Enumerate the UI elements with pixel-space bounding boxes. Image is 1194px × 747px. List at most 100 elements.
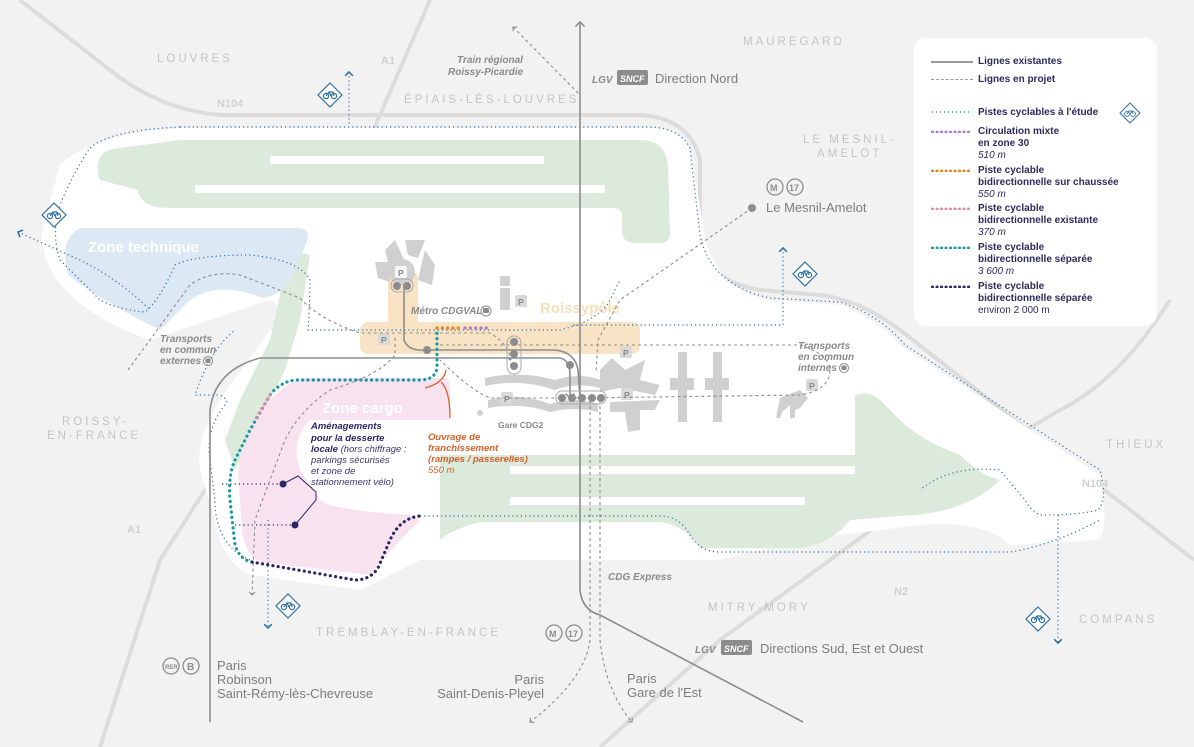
train-regional-label-1: Train régional: [457, 55, 523, 66]
road-label-a1-north: A1: [381, 55, 395, 67]
sncf-logo-south: SNCF: [721, 640, 752, 655]
metro-17-badge-north: M 17: [766, 178, 804, 196]
paris-robinson-3: Saint-Rémy-lès-Chevreuse: [217, 686, 373, 701]
rail-externes: [127, 273, 514, 371]
bike-icon: [1025, 606, 1051, 632]
externes-2: en commun: [160, 345, 216, 356]
cycle-study-south-edge: [420, 515, 1101, 553]
legend-swatch-solid: [931, 61, 973, 63]
svg-text:(rampes / passerelles): (rampes / passerelles): [428, 454, 528, 465]
parking-icon: P: [806, 379, 818, 391]
legend-swatch-mixte: [931, 130, 973, 133]
station-node: [477, 410, 483, 416]
rer-b-badge: RER B: [162, 657, 200, 675]
road-label-n104-east: N104: [1082, 478, 1109, 490]
rail-train-picardie: [512, 26, 581, 96]
station-node: [423, 346, 431, 354]
rail-cargo-dash: [248, 338, 396, 596]
paris-sd-1: Paris: [514, 672, 544, 687]
town-roissy-2: EN-FRANCE: [47, 430, 141, 442]
bike-icon: [317, 82, 343, 108]
direction-nord-label: Direction Nord: [655, 71, 738, 86]
town-roissy-1: ROISSY-: [62, 416, 129, 428]
road-n104-west: [18, 0, 1194, 562]
bike-icon: [792, 261, 818, 287]
parking-icon: P: [515, 295, 527, 307]
town-louvres: LOUVRES: [157, 53, 233, 65]
rail-metro-17-north: [595, 207, 753, 373]
rail-projected: [127, 26, 831, 724]
svg-text:franchissement: franchissement: [428, 443, 499, 454]
externes-3: externes: [160, 356, 202, 367]
parking-icon: P: [621, 388, 633, 400]
sncf-logo-north: SNCF: [617, 70, 648, 85]
train-regional-label-2: Roissy-Picardie: [448, 67, 523, 78]
parking-icon: P: [395, 266, 407, 278]
bike-icon: [1119, 102, 1141, 124]
amenagements-connector: [279, 475, 317, 529]
svg-text:parkings sécurisés: parkings sécurisés: [310, 455, 390, 466]
bike-parking-point: [279, 480, 287, 488]
bike-signs: [41, 82, 1051, 632]
svg-text:pour la desserte: pour la desserte: [310, 433, 385, 444]
transport-labels: Transports en commun externes Transports…: [160, 334, 854, 374]
gare-cdg2-label: Gare CDG2: [498, 420, 544, 430]
rail-lgv-north: [574, 20, 804, 723]
terminals: [375, 240, 808, 432]
annotation-amenagements: Aménagements pour la desserte locale (ho…: [310, 421, 407, 488]
legend-swatch-fine-dots: [932, 111, 972, 113]
svg-text:Aménagements: Aménagements: [310, 421, 382, 432]
svg-text:stationnement vélo): stationnement vélo): [311, 477, 394, 488]
paris-est-2: Gare de l'Est: [627, 685, 702, 700]
rail-cdg-express: [599, 400, 633, 723]
station-capsule: [390, 278, 414, 293]
town-thieux: THIEUX: [1106, 439, 1166, 451]
road-label-n104-west: N104: [217, 98, 244, 110]
lgv-south-label: LGV: [695, 645, 717, 656]
station-node: [566, 361, 574, 369]
rail-labels: Train régional Roissy-Picardie LGV SNCF …: [162, 55, 924, 701]
station-capsule: [506, 335, 522, 375]
parking-icon: P: [378, 333, 390, 345]
town-compans: COMPANS: [1079, 614, 1157, 626]
cycle-study-outer-west: [54, 126, 621, 331]
runways: [195, 156, 855, 505]
svg-text:SNCF: SNCF: [724, 644, 749, 654]
road-n2: [598, 298, 1172, 747]
svg-text:P: P: [623, 348, 629, 358]
town-tremblay: TREMBLAY-EN-FRANCE: [316, 627, 501, 639]
svg-text:et zone de: et zone de: [311, 466, 355, 477]
paris-est-1: Paris: [627, 671, 657, 686]
internes-1: Transports: [798, 341, 850, 352]
legend-swatch-chaussee: [931, 169, 973, 172]
externes-1: Transports: [160, 334, 212, 345]
runway-2: [195, 185, 605, 193]
satellite-2-cross: [705, 378, 729, 390]
cycle-study-exit-ne: [570, 246, 788, 326]
town-le-mesnil-2: AMELOT: [817, 148, 882, 160]
svg-text:Ouvrage de: Ouvrage de: [428, 432, 481, 443]
legend-swatch-separee: [931, 246, 973, 249]
legend-swatch-existante: [931, 207, 973, 210]
parking-icon: P: [620, 346, 632, 358]
svg-text:RER: RER: [165, 665, 178, 671]
runway-3: [510, 466, 855, 474]
bus-icon: [839, 363, 849, 373]
svg-text:P: P: [809, 381, 815, 391]
cycle-separee-navy: [250, 514, 422, 582]
crossing-marker: [424, 369, 451, 419]
bike-icon: [275, 593, 301, 619]
le-mesnil-station-label: Le Mesnil-Amelot: [766, 200, 867, 215]
svg-text:P: P: [504, 394, 510, 404]
svg-text:M: M: [770, 183, 778, 193]
svg-text:17: 17: [789, 183, 799, 193]
metro-17-badge-south: M 17: [545, 624, 583, 642]
bike-parking-point: [291, 521, 299, 529]
town-mitry: MITRY-MORY: [708, 602, 811, 614]
internes-2: en commun: [798, 352, 854, 363]
metro-cdgval-label: Métro CDGVAL: [411, 306, 482, 317]
town-labels: LOUVRES ÉPIAIS-LÈS-LOUVRES MAUREGARD LE …: [47, 36, 1166, 639]
svg-text:P: P: [624, 390, 630, 400]
runway-1: [270, 156, 544, 164]
